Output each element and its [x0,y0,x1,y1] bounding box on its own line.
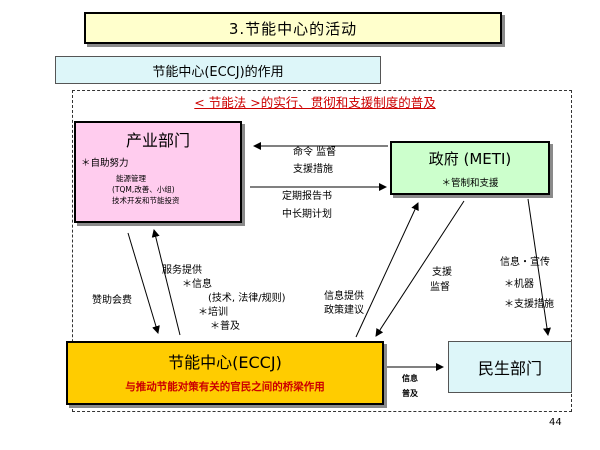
label-support-measures: 支援措施 [293,164,333,175]
arrow-gov-to-eccj [375,200,465,337]
label-mid-long-plan: 中长期计划 [282,209,332,220]
industry-title: 产业部门 [125,131,190,150]
government-title: 政府 (METI) [428,150,512,168]
label-services: 服务提供 [162,265,202,276]
public-sector-box: 民生部门 [448,341,572,393]
arrow-gov-to-public [527,198,551,336]
government-box: 政府 (METI) ＊管制和支援 [390,141,550,195]
arrow-eccj-to-industry [151,229,181,336]
label-info-publicity: 信息・宣传 [500,257,550,268]
label-promotion-short: 普及 [402,389,418,398]
slide-title: 3.节能中心的活动 [84,12,502,44]
diagram-frame [72,90,572,412]
label-info-provision: 信息提供 [324,291,364,302]
page-number: 44 [549,417,562,428]
industry-sub-item: (TQM,改善、小组) [112,185,175,194]
arrow-eccj-to-gov [355,202,419,338]
label-supervise: 监督 [430,282,450,293]
industry-item-main: ＊自助努力 [81,158,129,169]
label-service-info-detail: (技术, 法律/规则) [208,293,286,304]
label-support-measures-public: ＊支援措施 [504,299,554,310]
law-caption: < 节能法 >的实行、贯彻和支援制度的普及 [194,94,436,110]
label-info-short: 信息 [402,374,418,383]
label-service-info: ＊信息 [182,279,212,290]
government-item: ＊管制和支援 [441,178,499,189]
industry-sub-item: 能源管理 [116,174,146,183]
label-support: 支援 [432,267,452,278]
eccj-title: 节能中心(ECCJ) [168,353,282,372]
arrow-industry-to-eccj [127,232,160,334]
eccj-subtitle: 与推动节能对策有关的官民之间的桥梁作用 [125,381,325,393]
label-equipment: ＊机器 [504,279,534,290]
eccj-box: 节能中心(ECCJ) 与推动节能对策有关的官民之间的桥梁作用 [66,341,384,405]
slide-subtitle: 节能中心(ECCJ)的作用 [55,56,381,84]
label-service-promotion: ＊普及 [210,321,240,332]
industry-sub-item: 技术开发和节能投资 [112,196,180,205]
label-sponsorship: 赞助会费 [92,295,132,306]
label-order-supervise: 命令 监督 [293,147,337,158]
label-periodic-report: 定期报告书 [282,191,332,202]
label-service-training: ＊培训 [198,307,228,318]
label-policy-advice: 政策建议 [324,305,364,316]
industry-sector-box: 产业部门 ＊自助努力 能源管理 (TQM,改善、小组) 技术开发和节能投资 [74,121,242,223]
